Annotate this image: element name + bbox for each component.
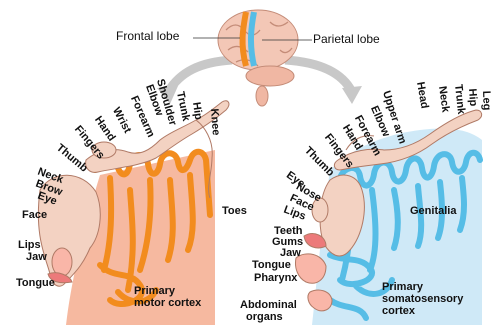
motor-label-jaw: Jaw bbox=[26, 252, 47, 263]
motor-label-hip: Hip bbox=[190, 101, 203, 120]
frontal-lobe-label: Frontal lobe bbox=[116, 30, 179, 42]
motor-label-face: Face bbox=[22, 210, 47, 221]
sensory-label-genitalia: Genitalia bbox=[410, 206, 456, 217]
motor-label-lips: Lips bbox=[18, 240, 41, 251]
sensory-title-line2: somatosensory bbox=[382, 294, 463, 305]
sensory-label-hip: Hip bbox=[466, 88, 478, 106]
left-arrow bbox=[168, 60, 232, 92]
right-arrow bbox=[285, 60, 352, 92]
sensory-label-neck: Neck bbox=[436, 85, 451, 113]
sensory-title-line1: Primary bbox=[382, 282, 423, 293]
motor-label-knee: Knee bbox=[208, 108, 221, 136]
sensory-label-abdominal: Abdominal bbox=[240, 300, 297, 311]
motor-title-line1: Primary bbox=[134, 286, 175, 297]
motor-title-line2: motor cortex bbox=[134, 298, 201, 309]
sensory-label-organs: organs bbox=[246, 312, 283, 323]
sensory-label-leg: Leg bbox=[480, 91, 492, 111]
parietal-lobe-label: Parietal lobe bbox=[313, 33, 380, 45]
sensory-label-trunk: Trunk bbox=[452, 84, 466, 115]
sensory-label-tongue: Tongue bbox=[252, 260, 291, 271]
right-arrow-head bbox=[342, 86, 362, 104]
motor-label-tongue: Tongue bbox=[16, 278, 55, 289]
sensory-label-jaw: Jaw bbox=[280, 248, 301, 259]
sensory-title-line3: cortex bbox=[382, 306, 415, 317]
motor-label-toes: Toes bbox=[222, 206, 247, 217]
brain-illustration bbox=[218, 10, 298, 106]
sensory-label-pharynx: Pharynx bbox=[254, 273, 297, 284]
